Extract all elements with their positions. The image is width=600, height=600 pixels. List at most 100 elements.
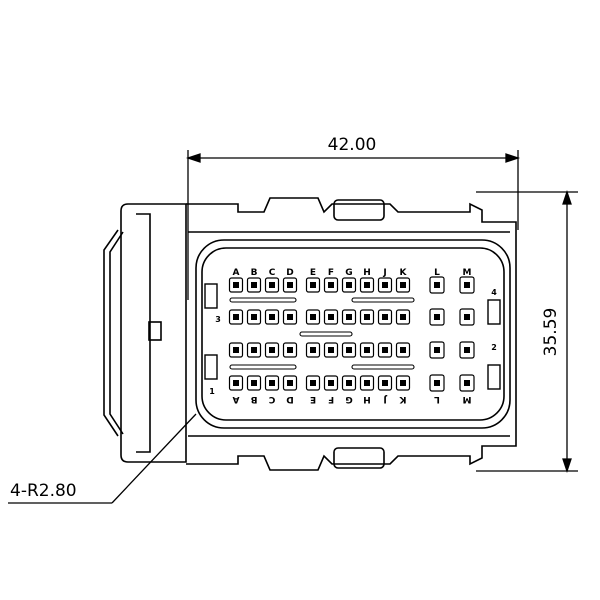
pin-contact [346, 282, 352, 288]
column-letter-top-l: L [434, 268, 440, 278]
column-letter-bottom-b: B [250, 394, 257, 404]
pin-cavity [228, 342, 244, 358]
column-letter-bottom-g: G [345, 394, 352, 404]
column-letter-top-e: E [310, 268, 316, 278]
key-label-2: 2 [491, 343, 497, 352]
pin-contact [251, 347, 257, 353]
bottom-lock [333, 447, 385, 469]
pin-contact [310, 282, 316, 288]
pin-contact [464, 282, 470, 288]
pin-contact [310, 314, 316, 320]
pin-cavity [282, 277, 298, 293]
pin-cavity [459, 341, 475, 359]
pin-contact [328, 314, 334, 320]
latch-tab [148, 321, 162, 341]
pin-contact [382, 314, 388, 320]
pin-contact [400, 282, 406, 288]
key-label-4: 4 [491, 288, 497, 297]
pin-contact [434, 380, 440, 386]
latch-lever-inner [109, 231, 124, 435]
row-separator [229, 297, 297, 303]
pin-cavity [359, 309, 375, 325]
column-letter-top-m: M [463, 268, 472, 278]
latch-inner [136, 213, 151, 453]
pin-cavity [429, 341, 445, 359]
column-letter-top-d: D [286, 268, 293, 278]
pin-contact [269, 282, 275, 288]
pin-contact [346, 347, 352, 353]
height-arrow-bottom [562, 458, 572, 474]
column-letter-bottom-k: K [398, 394, 406, 404]
pin-cavity [323, 375, 339, 391]
radius-leader [8, 413, 197, 504]
column-letter-top-g: G [345, 268, 352, 278]
connector-face-outer [195, 239, 511, 429]
key-label-1: 1 [209, 387, 215, 396]
pin-contact [346, 314, 352, 320]
pin-cavity [228, 309, 244, 325]
radius-dimension-text: 4-R2.80 [10, 481, 77, 501]
pin-cavity [459, 308, 475, 326]
pin-contact [382, 347, 388, 353]
row-separator [299, 331, 353, 337]
pin-contact [364, 347, 370, 353]
width-arrow-left [185, 153, 201, 163]
key-window-left-lower [204, 354, 218, 380]
pin-cavity [341, 342, 357, 358]
pin-cavity [305, 277, 321, 293]
column-letter-bottom-e: E [310, 394, 316, 404]
row-separator [351, 297, 415, 303]
pin-cavity [359, 342, 375, 358]
pin-contact [382, 282, 388, 288]
pin-cavity [228, 375, 244, 391]
pin-contact [269, 314, 275, 320]
column-letter-bottom-j: J [383, 394, 387, 404]
pin-contact [251, 282, 257, 288]
pin-contact [400, 347, 406, 353]
pin-cavity [377, 375, 393, 391]
pin-contact [382, 380, 388, 386]
pin-contact [434, 282, 440, 288]
pin-contact [434, 347, 440, 353]
pin-cavity [341, 375, 357, 391]
pin-cavity [264, 309, 280, 325]
pin-cavity [323, 277, 339, 293]
column-letter-top-f: F [328, 268, 334, 278]
pin-cavity [359, 277, 375, 293]
key-windows [204, 283, 501, 390]
pin-contact [400, 314, 406, 320]
pin-contact [269, 347, 275, 353]
width-dimension [185, 150, 521, 300]
pin-cavity [246, 342, 262, 358]
latch-housing [120, 203, 187, 463]
housing-outline [186, 197, 517, 471]
pin-cavity [359, 375, 375, 391]
pin-cavity [246, 309, 262, 325]
pin-contact [233, 380, 239, 386]
pin-cavity [323, 309, 339, 325]
column-letter-bottom-f: F [328, 394, 334, 404]
pin-cavity [305, 375, 321, 391]
width-dimension-text: 42.00 [328, 135, 377, 155]
height-dimension-text: 35.59 [541, 308, 561, 357]
pin-cavity [228, 277, 244, 293]
pin-cavity [341, 277, 357, 293]
pin-contact [464, 347, 470, 353]
pin-contact [233, 314, 239, 320]
pin-contact [251, 314, 257, 320]
pin-contact [310, 347, 316, 353]
pin-contact [287, 314, 293, 320]
pin-contact [434, 314, 440, 320]
pin-cavity [282, 309, 298, 325]
column-letter-top-j: J [382, 268, 386, 278]
pin-contact [364, 282, 370, 288]
column-letter-top-b: B [251, 268, 258, 278]
pin-contact [269, 380, 275, 386]
pin-cavity [395, 342, 411, 358]
connector-face-inner [201, 247, 505, 421]
pin-cavity [459, 374, 475, 392]
pin-cavity [305, 342, 321, 358]
key-label-3: 3 [215, 315, 221, 324]
